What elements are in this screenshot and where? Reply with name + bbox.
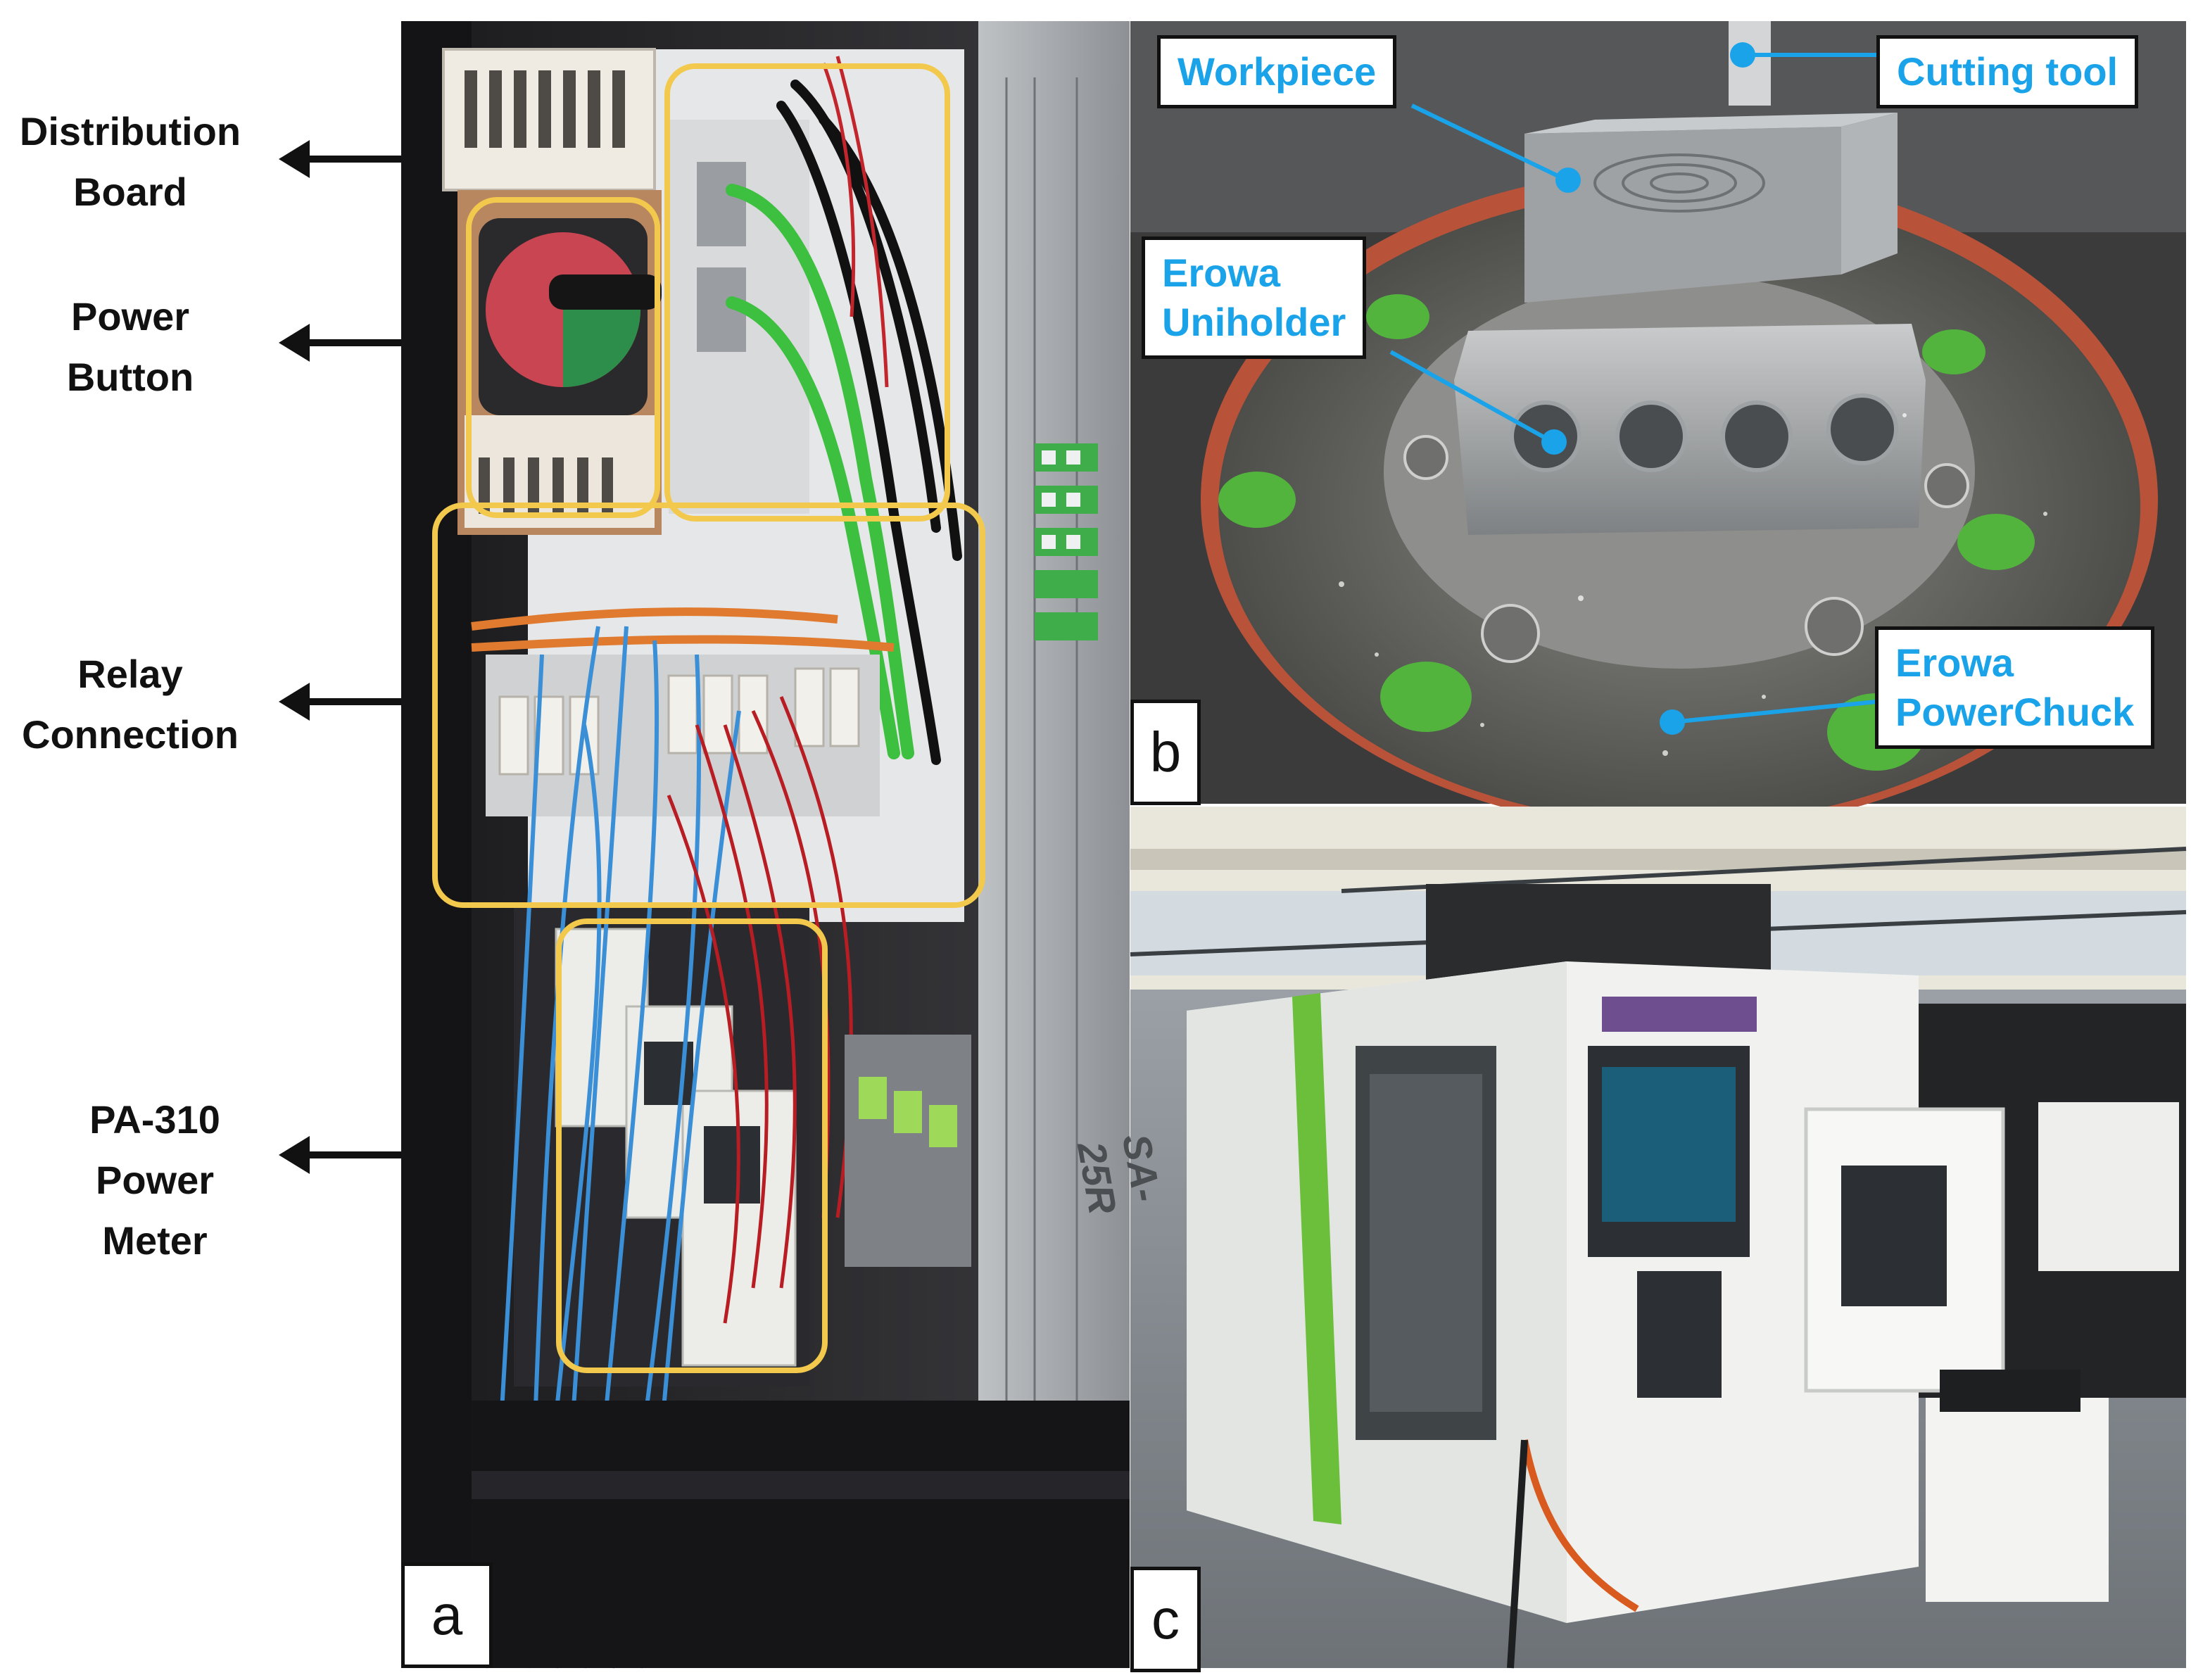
callout-line: Power <box>95 1158 215 1202</box>
highlight-power-button <box>466 197 660 518</box>
panel-c-label: c <box>1130 1567 1201 1672</box>
callout-distribution-board: Distribution Board <box>0 101 260 222</box>
arrow-relay-connection <box>279 683 429 721</box>
panel-b-photo: Workpiece Cutting tool Erowa Uniholder E… <box>1130 21 2186 830</box>
callout-line: Board <box>73 170 187 214</box>
marker-powerchuck <box>1660 709 1685 735</box>
tag-line: Uniholder <box>1162 300 1346 344</box>
highlight-relay-connection <box>432 503 985 908</box>
tag-line: Workpiece <box>1177 49 1377 94</box>
callout-power-button: Power Button <box>0 286 260 408</box>
panel-a-photo: a <box>401 21 1130 1669</box>
marker-workpiece <box>1555 168 1581 193</box>
arrow-power-button <box>279 324 465 362</box>
machine-model-text: SA-25R <box>1068 1130 1170 1218</box>
callout-line: Meter <box>102 1218 208 1263</box>
callout-pa310-power-meter: PA-310 Power Meter <box>0 1090 310 1271</box>
tag-workpiece: Workpiece <box>1157 35 1397 108</box>
callout-line: Connection <box>22 712 239 757</box>
marker-cutting-tool <box>1730 42 1755 68</box>
cnc-machine-illustration <box>1130 807 2187 1669</box>
tag-line: Erowa <box>1895 640 2014 685</box>
marker-uniholder <box>1541 429 1567 455</box>
callout-line: Distribution <box>19 109 241 153</box>
highlight-power-meter <box>556 918 828 1373</box>
electrical-cabinet-illustration <box>401 21 1130 1669</box>
tag-line: Cutting tool <box>1897 49 2119 94</box>
callout-line: PA-310 <box>89 1097 220 1142</box>
tag-line: Erowa <box>1162 251 1281 295</box>
panel-c-photo: SA-25R c <box>1069 807 2187 1672</box>
tag-erowa-uniholder: Erowa Uniholder <box>1142 236 1367 359</box>
panel-a-label: a <box>401 1562 493 1668</box>
tag-line: PowerChuck <box>1895 690 2135 734</box>
tag-cutting-tool: Cutting tool <box>1876 35 2139 108</box>
callout-line: Button <box>66 355 194 399</box>
highlight-distribution-board <box>664 63 950 522</box>
callout-relay-connection: Relay Connection <box>0 644 260 765</box>
callout-line: Relay <box>77 652 183 696</box>
tag-erowa-powerchuck: Erowa PowerChuck <box>1875 626 2155 749</box>
callout-line: Power <box>70 294 190 339</box>
panel-b-label: b <box>1130 700 1201 805</box>
